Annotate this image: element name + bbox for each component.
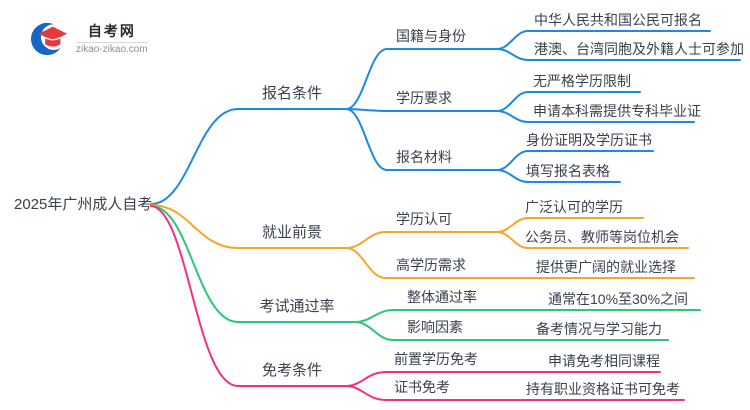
leaf-bachelor-needs-college-diploma: 申请本科需提供专科毕业证 <box>533 103 701 119</box>
branch-employment-prospects: 就业前景 <box>261 224 322 241</box>
site-logo: 自考网 zikao-zikao.com <box>30 20 148 58</box>
site-logo-text: 自考网 zikao-zikao.com <box>76 23 148 56</box>
leaf-widely-recognized-degree: 广泛认可的学历 <box>525 199 623 215</box>
subtopic-higher-education-demand: 高学历需求 <box>396 257 466 273</box>
subtopic-degree-recognition: 学历认可 <box>396 211 452 227</box>
branch-registration-requirements: 报名条件 <box>261 85 322 102</box>
branch-exemption-conditions: 免考条件 <box>261 362 322 379</box>
subtopic-prior-degree-exemption: 前置学历免考 <box>394 351 478 367</box>
subtopic-overall-pass-rate: 整体通过率 <box>407 289 477 305</box>
leaf-civil-servant-teacher-opportunities: 公务员、教师等岗位机会 <box>525 229 679 245</box>
subtopic-education-requirement: 学历要求 <box>396 90 452 106</box>
graduation-cap-logo-icon <box>30 22 68 56</box>
leaf-vocational-certificate-exemption: 持有职业资格证书可免考 <box>526 381 680 397</box>
site-url: zikao-zikao.com <box>76 43 148 55</box>
leaf-pass-rate-10-30-percent: 通常在10%至30%之间 <box>548 291 689 307</box>
leaf-prc-citizens-eligible: 中华人民共和国公民可报名 <box>534 12 702 28</box>
branch-lines-pass-rate <box>150 205 701 341</box>
leaf-preparation-learning-ability: 备考情况与学习能力 <box>536 321 662 337</box>
branch-lines-employment <box>150 204 695 279</box>
branch-lines-registration <box>150 30 741 205</box>
leaf-broader-job-choices: 提供更广阔的就业选择 <box>536 259 676 275</box>
subtopic-registration-materials: 报名材料 <box>396 149 452 165</box>
leaf-exempt-same-courses: 申请免考相同课程 <box>548 353 660 369</box>
subtopic-certificate-exemption: 证书免考 <box>394 379 450 395</box>
leaf-no-strict-education-limit: 无严格学历限制 <box>533 73 631 89</box>
branch-lines-exemption <box>150 205 685 401</box>
leaf-id-and-education-certificates: 身份证明及学历证书 <box>526 132 652 148</box>
subtopic-nationality-identity: 国籍与身份 <box>396 28 466 44</box>
site-name: 自考网 <box>87 22 136 39</box>
root-topic: 2025年广州成人自考 <box>14 196 153 213</box>
subtopic-influencing-factors: 影响因素 <box>407 319 463 335</box>
branch-exam-pass-rate: 考试通过率 <box>259 298 335 315</box>
logo-divider <box>76 41 148 43</box>
leaf-hk-macau-taiwan-foreigners: 港澳、台湾同胞及外籍人士可参加 <box>534 41 744 57</box>
leaf-fill-registration-form: 填写报名表格 <box>526 163 610 179</box>
